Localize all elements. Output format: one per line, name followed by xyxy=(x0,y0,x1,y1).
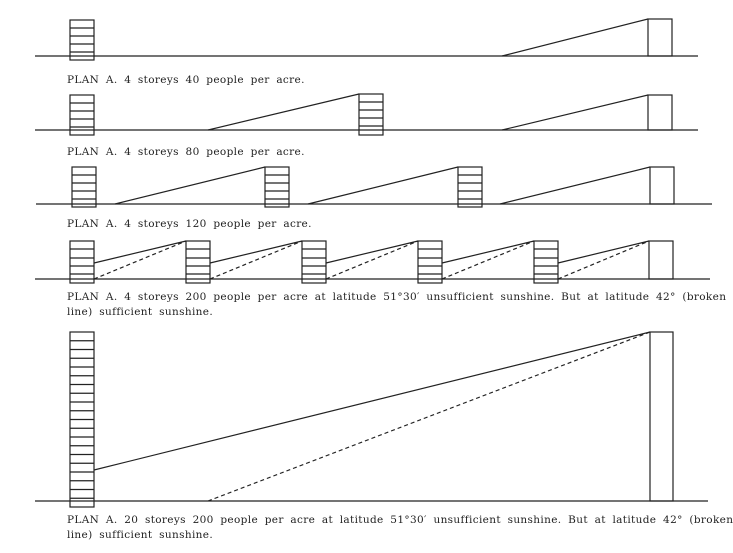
sun-angle-line-51-30 xyxy=(93,240,187,264)
building-4-storey xyxy=(457,166,483,208)
sun-angle-line-42 xyxy=(325,240,419,280)
obstruction-slab xyxy=(647,18,673,57)
sun-angle-line-42 xyxy=(209,240,303,280)
sun-angle-line-51-30 xyxy=(209,240,303,264)
building-4-storey xyxy=(358,93,384,136)
sun-angle-line-42 xyxy=(93,240,187,280)
building-4-storey xyxy=(533,240,559,284)
building-4-storey xyxy=(69,94,95,136)
caption-panel-2: PLAN A. 4 storeys 80 people per acre. xyxy=(67,146,305,158)
sun-angle-line-51-30 xyxy=(441,240,535,264)
sun-angle-line xyxy=(207,93,360,131)
obstruction-slab xyxy=(649,331,674,502)
sun-angle-line xyxy=(307,166,459,205)
obstruction-slab xyxy=(647,94,673,131)
obstruction-slab xyxy=(648,240,674,280)
caption-panel-3: PLAN A. 4 storeys 120 people per acre. xyxy=(67,218,312,230)
building-4-storey xyxy=(264,166,290,208)
sun-angle-line-51-30 xyxy=(557,240,650,264)
sun-angle-line xyxy=(501,18,649,57)
panel-4-storeys-200 xyxy=(35,240,710,284)
sun-angle-line xyxy=(501,94,649,131)
obstruction-slab xyxy=(649,166,675,205)
panel-4-storeys-120 xyxy=(36,166,712,208)
building-4-storey xyxy=(185,240,211,284)
building-4-storey xyxy=(69,19,95,61)
building-4-storey xyxy=(301,240,327,284)
sun-angle-line xyxy=(499,166,651,205)
sun-angle-line-42 xyxy=(441,240,535,280)
sun-angle-line-42 xyxy=(207,331,651,502)
caption-panel-1: PLAN A. 4 storeys 40 people per acre. xyxy=(67,74,305,86)
sun-angle-line-51-30 xyxy=(93,331,651,471)
panel-4-storeys-40 xyxy=(35,18,698,61)
sun-angle-line-42 xyxy=(557,240,650,280)
caption-panel-4-line-1: PLAN A. 4 storeys 200 people per acre at… xyxy=(67,291,727,303)
panel-20-storeys-200 xyxy=(35,331,708,508)
sun-angle-line xyxy=(114,166,266,205)
caption-panel-5-line-1: PLAN A. 20 storeys 200 people per acre a… xyxy=(67,514,733,526)
sun-angle-line-51-30 xyxy=(325,240,419,264)
building-4-storey xyxy=(71,166,97,208)
caption-panel-4-line-2: line) sufficient sunshine. xyxy=(67,306,214,318)
building-20-storey xyxy=(69,331,95,508)
building-4-storey xyxy=(417,240,443,284)
building-4-storey xyxy=(69,240,95,284)
caption-panel-5-line-2: line) sufficient sunshine. xyxy=(67,529,214,541)
panel-4-storeys-80 xyxy=(35,93,698,136)
